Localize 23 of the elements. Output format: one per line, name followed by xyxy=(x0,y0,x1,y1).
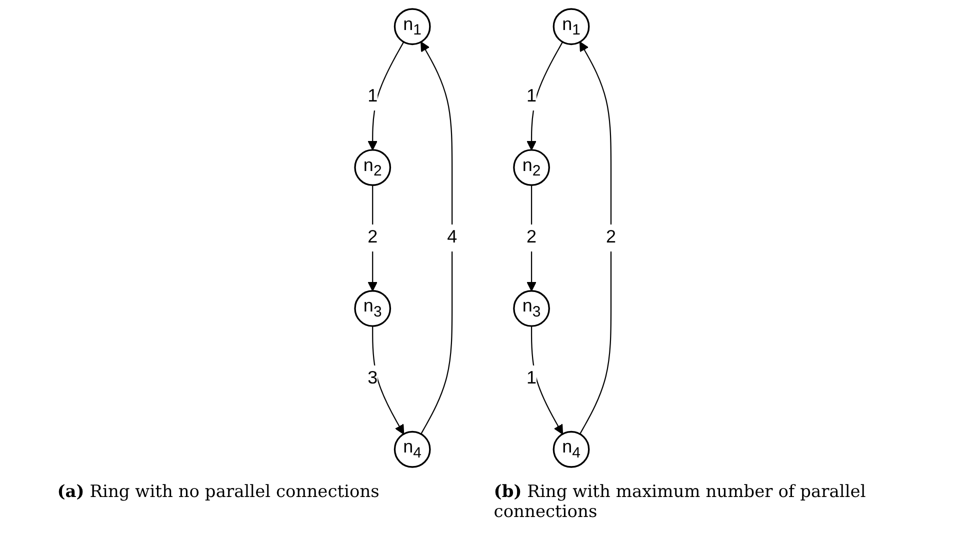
node-circle: n$_{1}$ xyxy=(394,8,431,46)
arrow xyxy=(420,42,453,434)
arrow xyxy=(579,42,612,434)
edge-label: 2 xyxy=(368,228,378,247)
edge-label: 1 xyxy=(526,368,537,388)
edge-label: 4 xyxy=(447,228,458,247)
node-circle: n$_{3}$ xyxy=(513,290,550,327)
figure-caption: (b) Ring with maximum number of parallel connections xyxy=(494,482,867,522)
node-circle: n$_{2}$ xyxy=(354,149,392,186)
node-circle: n$_{1}$ xyxy=(552,8,590,46)
node-circle: n$_{4}$ xyxy=(552,430,590,468)
figure-caption: (a) Ring with no parallel connections xyxy=(57,482,380,504)
arrow xyxy=(526,42,564,150)
node-circle: n$_{4}$ xyxy=(394,430,431,468)
node-circle: n$_{3}$ xyxy=(354,290,392,327)
arrow xyxy=(368,185,378,292)
edge-label: 3 xyxy=(368,368,378,388)
arrow xyxy=(368,42,404,150)
edge-label: 2 xyxy=(526,228,537,247)
edge-label: 1 xyxy=(368,86,378,106)
edge-label: 1 xyxy=(526,86,537,106)
node-circle: n$_{2}$ xyxy=(513,149,550,186)
edge-label: 2 xyxy=(606,228,616,247)
